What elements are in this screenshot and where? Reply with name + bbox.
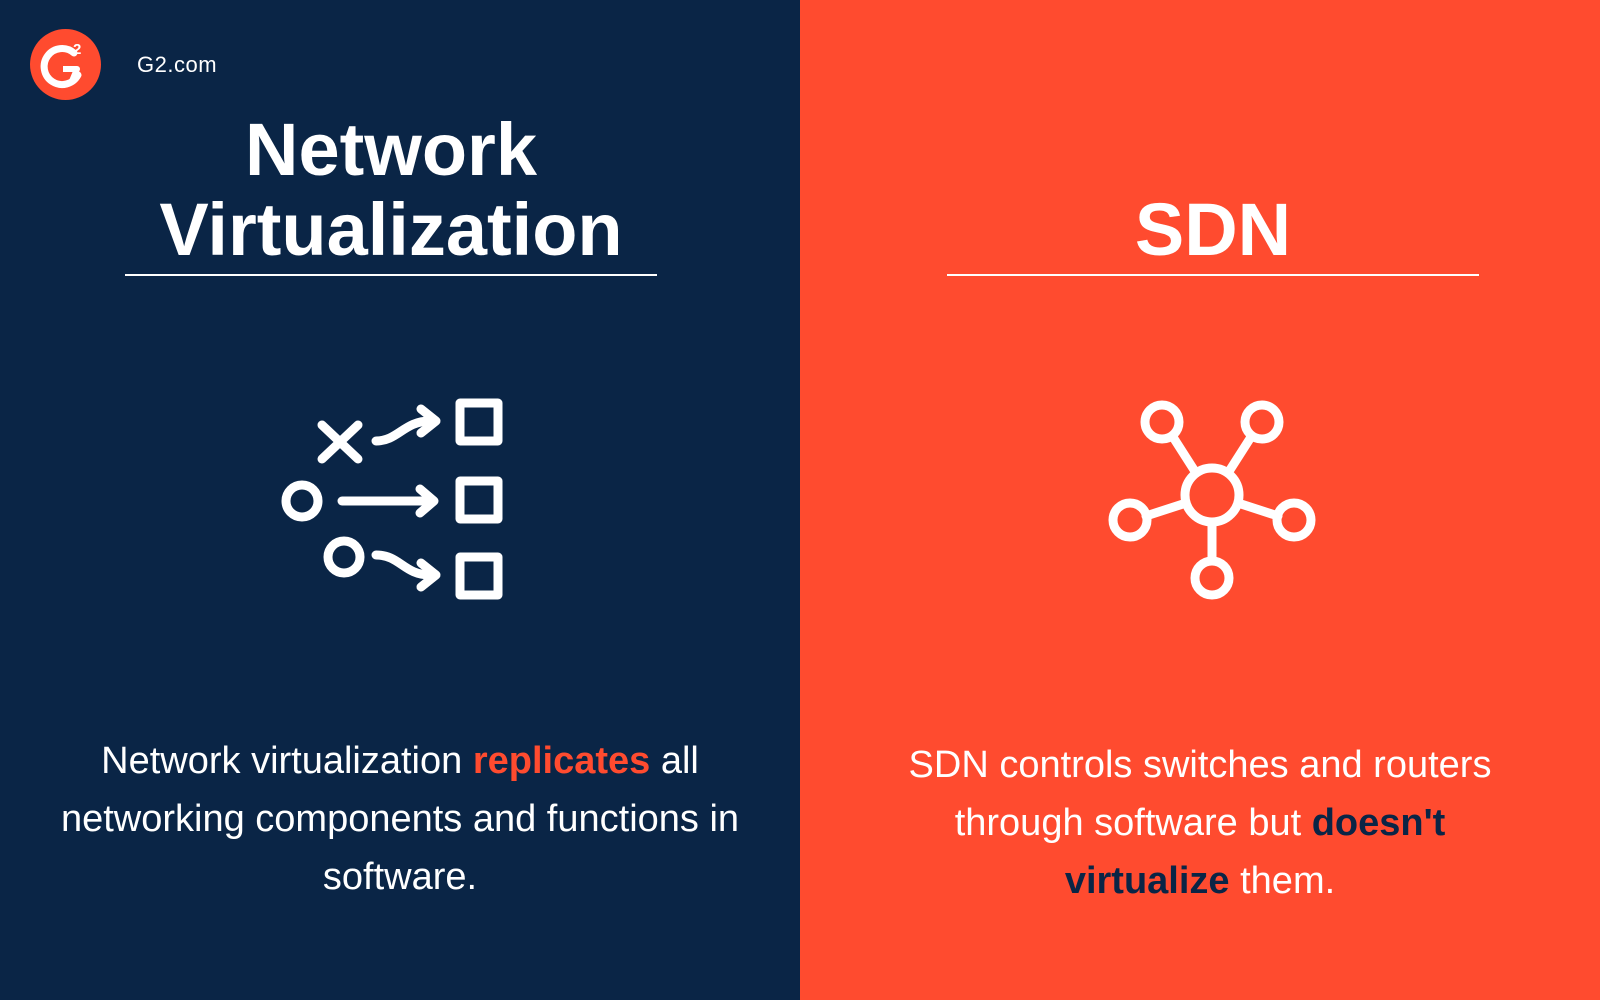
right-panel xyxy=(800,0,1600,1000)
right-description: SDN controls switches and routers throug… xyxy=(880,736,1520,910)
left-description-highlight: replicates xyxy=(472,740,651,782)
routing-flows-icon xyxy=(281,398,503,600)
right-description-pre: SDN controls switches and routers throug… xyxy=(908,744,1492,844)
site-url[interactable]: G2.com xyxy=(137,52,218,77)
left-title-divider xyxy=(125,274,657,276)
right-description-highlight: doesn't virtualize xyxy=(1064,802,1446,902)
left-description: Network virtualization replicates all ne… xyxy=(60,732,740,906)
left-title-line2: Virtualization xyxy=(159,188,623,271)
network-hub-icon xyxy=(1108,400,1316,600)
left-title: Network Virtualization xyxy=(125,110,657,270)
right-description-post: them. xyxy=(1229,860,1336,902)
g2-logo-icon[interactable]: 2 xyxy=(30,29,101,100)
right-title: SDN xyxy=(1134,188,1292,271)
left-title-line1: Network xyxy=(245,108,537,191)
left-description-pre: Network virtualization xyxy=(101,740,473,782)
right-title-divider xyxy=(947,274,1479,276)
svg-text:2: 2 xyxy=(73,41,81,58)
left-description-post: all networking components and functions … xyxy=(60,740,740,898)
